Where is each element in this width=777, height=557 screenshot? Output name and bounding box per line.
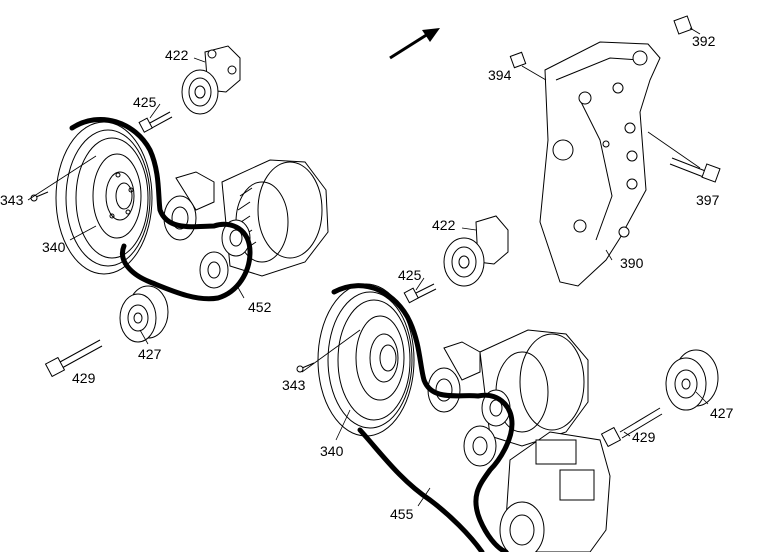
label-340-left: 340 [42,239,66,255]
idler-left [163,171,229,289]
label-427-left: 427 [138,346,162,362]
label-397: 397 [696,192,720,208]
label-390: 390 [620,255,644,271]
bolt-429-left [44,339,103,378]
tensioner-422-mid [443,215,509,287]
label-425-mid: 425 [398,267,422,283]
tensioner-422-top [181,45,241,115]
label-455: 455 [390,506,414,522]
label-343-left: 343 [0,192,24,208]
label-394: 394 [488,67,512,83]
belt-455 [331,283,515,555]
pulley-427-right [665,349,719,411]
label-392: 392 [692,33,716,49]
crank-pulley-340-left [55,121,153,275]
alternator-left [221,159,329,277]
sleeve-392 [673,15,701,35]
belt-452 [69,117,253,302]
pulley-427-left [119,285,169,343]
label-429-right: 429 [632,429,656,445]
label-429-left: 429 [72,370,96,386]
label-343-mid: 343 [282,377,306,393]
label-427-right: 427 [710,405,734,421]
alternator-mid [479,329,589,447]
label-422-mid: 422 [432,217,456,233]
bolt-425-top [138,111,173,133]
direction-arrow [389,28,440,60]
sleeve-394 [509,51,547,81]
ac-compressor [499,431,611,557]
label-340-mid: 340 [320,443,344,459]
label-422-top: 422 [165,47,189,63]
bolt-425-mid [403,283,437,304]
screw-343-mid [296,362,315,373]
label-452: 452 [248,299,272,315]
label-425-top: 425 [133,94,157,110]
leader-lines [27,57,709,507]
bracket-390 [539,41,661,287]
bolt-429-right [600,407,663,448]
bolt-397 [647,131,721,183]
idler-mid [427,341,497,467]
